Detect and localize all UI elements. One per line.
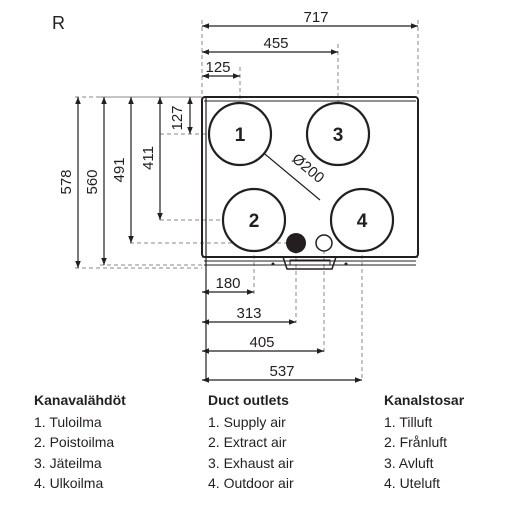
dim-bottom-537: 537 — [269, 363, 294, 380]
dim-height-127: 127 — [169, 105, 186, 130]
small-connector — [315, 234, 333, 252]
duct-outlet-3 — [305, 101, 371, 167]
legend-item: 1. Supply air — [208, 413, 286, 430]
duct-outlet-2 — [221, 187, 287, 253]
dim-height-491: 491 — [111, 157, 128, 182]
legend-item: 3. Jäteilma — [34, 454, 102, 471]
duct-outlets — [207, 101, 395, 253]
dim-bottom-405: 405 — [249, 334, 274, 351]
port-number-1: 1 — [235, 125, 246, 146]
duct-outlet-1 — [207, 101, 273, 167]
dim-width-125: 125 — [205, 59, 230, 76]
legend-item: 1. Tilluft — [384, 413, 433, 430]
legend-item: 2. Extract air — [208, 434, 287, 450]
legend-item: 2. Frånluft — [384, 434, 448, 450]
legend-heading: Duct outlets — [208, 392, 289, 408]
legend-item: 3. Exhaust air — [208, 454, 294, 471]
dim-height-560: 560 — [84, 169, 101, 194]
legend-item: 3. Avluft — [384, 454, 434, 471]
legend-heading: Kanalstosar — [384, 392, 465, 408]
unit-body — [201, 96, 419, 270]
port-number-2: 2 — [249, 211, 260, 232]
legend-item: 4. Ulkoilma — [34, 475, 104, 491]
dim-width-total: 717 — [303, 9, 328, 26]
legend-item: 4. Uteluft — [384, 475, 441, 491]
dim-bottom-313: 313 — [236, 305, 261, 322]
duct-outlet-4 — [329, 187, 395, 253]
dim-bottom-180: 180 — [215, 275, 240, 292]
dim-width-455: 455 — [263, 35, 288, 52]
legend-item: 1. Tuloilma — [34, 413, 102, 430]
port-number-4: 4 — [357, 211, 368, 232]
legend-finnish: Kanavalähdöt 1. Tuloilma 2. Poistoilma 3… — [34, 390, 126, 494]
dim-height-578: 578 — [58, 169, 75, 194]
legend-item: 2. Poistoilma — [34, 434, 115, 450]
port-number-3: 3 — [333, 125, 344, 146]
legend-heading: Kanavalähdöt — [34, 392, 126, 408]
dim-height-411: 411 — [140, 146, 157, 170]
legend-english: Duct outlets 1. Supply air 2. Extract ai… — [208, 390, 294, 494]
condensate-outlet — [286, 233, 306, 253]
legend-item: 4. Outdoor air — [208, 475, 294, 491]
variant-label: R — [52, 13, 65, 33]
dimension-lines — [75, 23, 418, 383]
legend-swedish: Kanalstosar 1. Tilluft 2. Frånluft 3. Av… — [384, 390, 464, 494]
